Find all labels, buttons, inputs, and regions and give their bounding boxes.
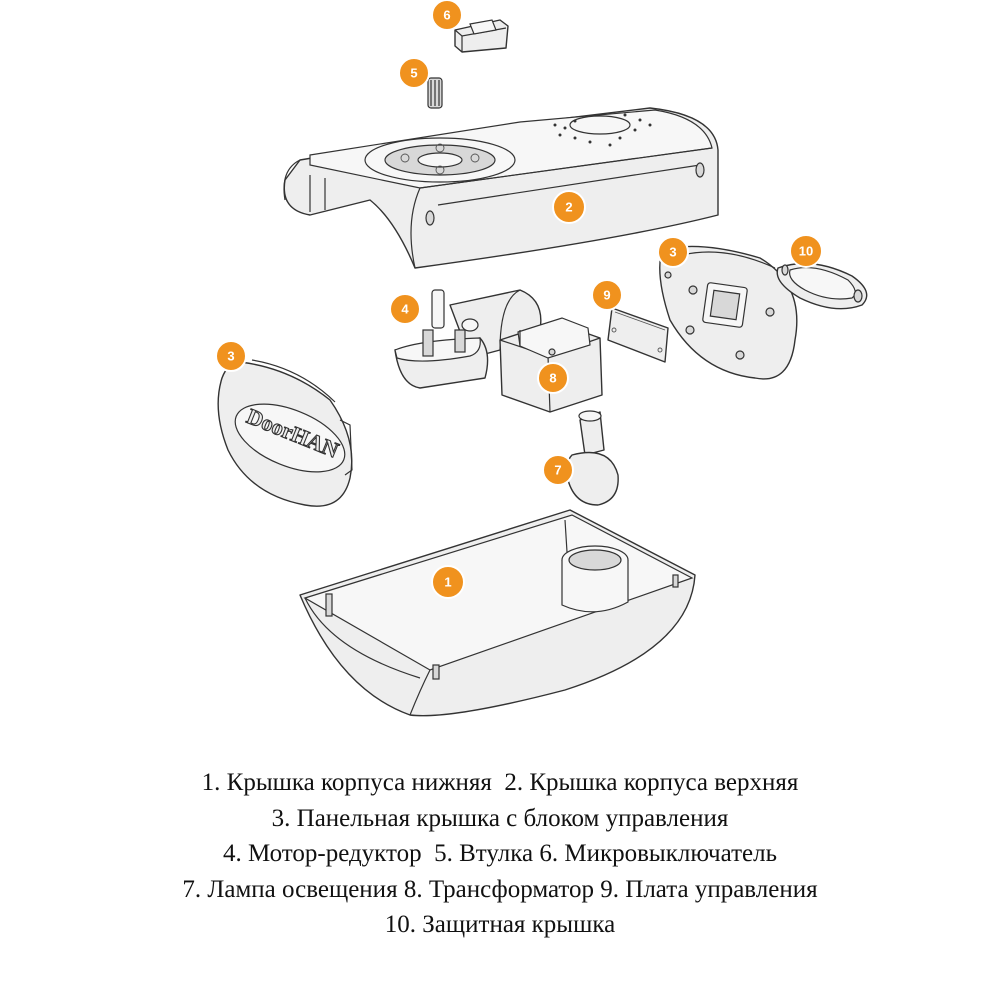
part-upper-cover bbox=[283, 107, 719, 269]
parts-legend: 1. Крышка корпуса нижняя 2. Крышка корпу… bbox=[0, 765, 1000, 943]
svg-text:10: 10 bbox=[799, 244, 813, 259]
part-bushing bbox=[427, 77, 443, 109]
badge-4: 4 bbox=[389, 293, 421, 325]
svg-text:2: 2 bbox=[565, 200, 572, 215]
legend-line-5: 10. Защитная крышка bbox=[384, 911, 616, 938]
svg-text:3: 3 bbox=[227, 349, 234, 364]
badge-2: 2 bbox=[552, 190, 586, 224]
badge-10: 10 bbox=[789, 234, 823, 268]
part-protective-cover bbox=[776, 262, 868, 310]
badge-9: 9 bbox=[591, 279, 623, 311]
badge-3-left: 3 bbox=[215, 340, 247, 372]
legend-line-2: 3. Панельная крышка с блоком управления bbox=[271, 804, 729, 832]
svg-text:7: 7 bbox=[554, 463, 561, 478]
badge-6: 6 bbox=[431, 0, 463, 31]
legend-line-1: 1. Крышка корпуса нижняя 2. Крышка корпу… bbox=[201, 769, 799, 796]
part-panel-cover-left: DoorHAN bbox=[217, 359, 353, 507]
legend-line-4: 7. Лампа освещения 8. Трансформатор 9. П… bbox=[182, 875, 818, 903]
exploded-diagram: DoorHAN 6 5 2 3 10 4 9 3 8 7 1 bbox=[215, 0, 868, 717]
legend-line-3: 4. Мотор-редуктор 5. Втулка 6. Микровыкл… bbox=[223, 840, 777, 867]
svg-text:8: 8 bbox=[549, 371, 556, 386]
svg-text:1: 1 bbox=[444, 575, 451, 590]
svg-text:4: 4 bbox=[401, 302, 409, 317]
badge-5: 5 bbox=[398, 57, 430, 89]
svg-text:9: 9 bbox=[603, 288, 610, 303]
part-lamp bbox=[566, 410, 619, 506]
part-microswitch bbox=[454, 19, 509, 53]
svg-text:3: 3 bbox=[669, 245, 676, 260]
badge-3-right: 3 bbox=[657, 236, 689, 268]
part-panel-cover-right bbox=[659, 245, 798, 380]
svg-text:6: 6 bbox=[443, 8, 450, 23]
badge-8: 8 bbox=[537, 362, 569, 394]
svg-text:5: 5 bbox=[410, 66, 417, 81]
badge-1: 1 bbox=[431, 565, 465, 599]
part-control-board bbox=[607, 307, 669, 363]
badge-7: 7 bbox=[542, 454, 574, 486]
part-lower-cover bbox=[299, 509, 696, 717]
